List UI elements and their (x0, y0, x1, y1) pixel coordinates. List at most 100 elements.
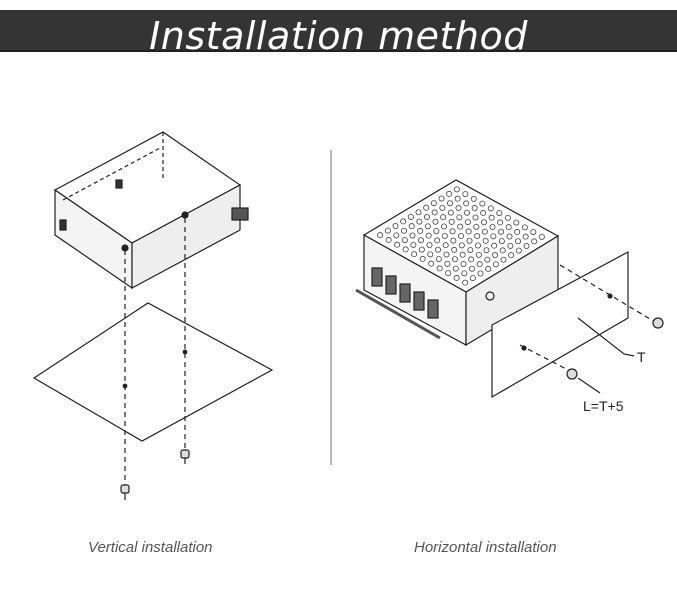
vent-hole (464, 219, 471, 226)
screw-length-label: L=T+5 (583, 398, 624, 414)
vent-hole (425, 232, 432, 239)
vent-hole (417, 227, 424, 234)
vent-hole (462, 279, 469, 286)
vent-hole (474, 242, 481, 249)
vent-hole (474, 233, 481, 240)
vent-hole (415, 209, 422, 216)
vent-hole (408, 223, 415, 230)
vent-hole (411, 251, 418, 258)
vent-hole (505, 224, 512, 231)
vent-hole (444, 260, 451, 267)
vent-hole (427, 251, 434, 258)
vent-hole (482, 237, 489, 244)
vent-hole (499, 247, 506, 254)
vent-hole (507, 242, 514, 249)
vent-hole (538, 233, 545, 240)
vent-hole (400, 218, 407, 225)
vent-hole (433, 228, 440, 235)
vent-hole (472, 214, 479, 221)
vent-hole (451, 246, 458, 253)
vent-hole (385, 236, 392, 243)
vent-hole (471, 205, 478, 212)
vent-hole (443, 251, 450, 258)
vent-hole (470, 195, 477, 202)
vent-hole (492, 261, 499, 268)
vent-hole (522, 233, 529, 240)
vent-hole (446, 200, 453, 207)
vent-hole (514, 228, 521, 235)
vent-hole (468, 256, 475, 263)
vent-hole (442, 242, 449, 249)
vent-hole (467, 247, 474, 254)
vent-hole (441, 232, 448, 239)
screw-icon (566, 368, 578, 380)
vent-hole (469, 275, 476, 282)
vent-hole (434, 246, 441, 253)
vent-hole (456, 214, 463, 221)
vent-hole (457, 223, 464, 230)
vent-hole (491, 251, 498, 258)
vent-hole (465, 228, 472, 235)
vent-hole (462, 191, 469, 198)
vent-hole (487, 205, 494, 212)
vent-hole (401, 237, 408, 244)
vent-hole (453, 186, 460, 193)
vent-hole (463, 200, 470, 207)
vent-hole (506, 233, 513, 240)
vent-hole (392, 222, 399, 229)
vent-hole (530, 229, 537, 236)
vent-hole (491, 242, 498, 249)
vent-hole (435, 256, 442, 263)
vent-hole (451, 256, 458, 263)
vent-hole (459, 251, 466, 258)
vent-hole (394, 241, 401, 248)
vent-hole (426, 241, 433, 248)
vent-hole (428, 260, 435, 267)
vent-hole (468, 265, 475, 272)
vent-hole (479, 200, 486, 207)
vent-hole (489, 223, 496, 230)
vent-hole (515, 247, 522, 254)
vent-hole (446, 190, 453, 197)
vent-hole (447, 209, 454, 216)
vent-hole (419, 255, 426, 262)
vent-hole (484, 256, 491, 263)
vent-hole (515, 238, 522, 245)
vent-hole (476, 261, 483, 268)
vent-hole (481, 228, 488, 235)
vent-hole (453, 274, 460, 281)
vent-hole (377, 232, 384, 239)
vent-hole (523, 242, 530, 249)
vent-hole (402, 246, 409, 253)
vent-hole (409, 232, 416, 239)
thickness-label: T (637, 349, 646, 365)
vent-hole (460, 260, 467, 267)
screw-icon (652, 317, 664, 329)
vertical-psu-illustration (53, 131, 249, 290)
vent-hole (430, 200, 437, 207)
vent-hole (475, 251, 482, 258)
vent-hole (500, 256, 507, 263)
mounting-panel (491, 250, 629, 399)
screw-icon (180, 449, 190, 464)
vent-hole (440, 223, 447, 230)
vent-hole (439, 204, 446, 211)
vent-hole (458, 242, 465, 249)
vent-hole (480, 209, 487, 216)
vent-hole (504, 214, 511, 221)
vent-hole (496, 210, 503, 217)
vent-hole (436, 265, 443, 272)
vent-hole (521, 224, 528, 231)
vent-hole (480, 219, 487, 226)
vent-hole (497, 219, 504, 226)
vent-hole (407, 213, 414, 220)
vent-hole (393, 232, 400, 239)
vent-hole (454, 195, 461, 202)
screw-icon (120, 484, 130, 500)
vent-hole (455, 204, 462, 211)
vent-hole (498, 238, 505, 245)
vent-hole (477, 270, 484, 277)
vent-hole (466, 237, 473, 244)
vent-hole (440, 214, 447, 221)
horizontal-installation-caption: Horizontal installation (414, 539, 557, 556)
